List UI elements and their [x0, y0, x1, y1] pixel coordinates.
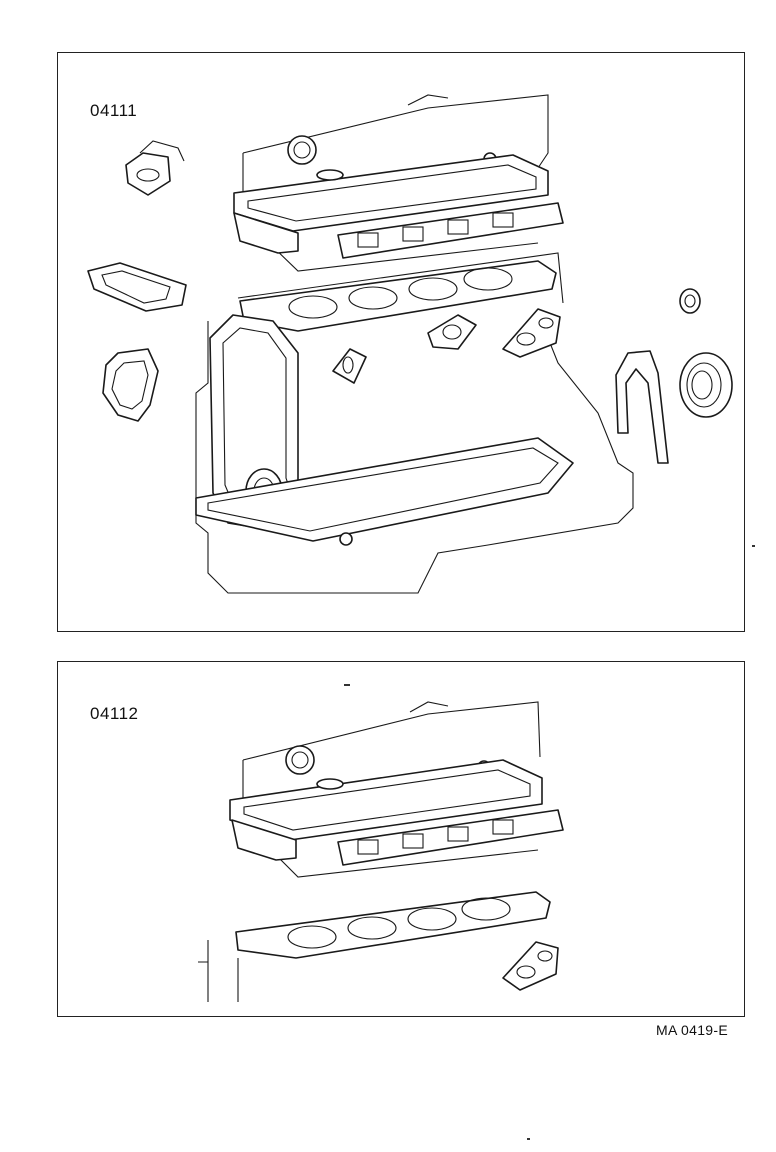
manifold-gasket-icon	[233, 202, 564, 259]
head-gasket-icon	[235, 891, 551, 959]
engine-block-icon	[195, 252, 634, 594]
part-number-label: 04111	[90, 101, 138, 120]
scan-speck	[752, 545, 755, 547]
manifold-gasket-icon	[231, 809, 564, 866]
water-pump-gasket-icon	[102, 348, 159, 422]
head-gasket-kit-illustration	[198, 701, 564, 1002]
oil-seal-icon	[679, 288, 733, 418]
engine-gasket-kit-illustration	[87, 94, 733, 594]
rear-seal-retainer-gasket-icon	[615, 350, 669, 464]
scan-speck	[527, 1138, 530, 1140]
part-number-label: 04112	[90, 704, 139, 723]
head-gasket-icon	[239, 260, 557, 332]
gasket-kit-panel-04112: 04112	[57, 661, 745, 1017]
oil-pan-gasket-icon	[195, 437, 574, 546]
figure-code: MA 0419-E	[656, 1022, 728, 1038]
scan-speck	[344, 684, 350, 686]
water-outlet-gasket-icon	[125, 140, 185, 196]
gasket-kit-panel-04111: 04111	[57, 52, 745, 632]
pump-gasket-icon	[87, 262, 187, 312]
engine-block-icon	[198, 940, 239, 1002]
side-gasket-icon	[502, 941, 559, 991]
side-gasket-icon	[332, 308, 561, 384]
valve-cover-gasket-icon	[229, 759, 543, 841]
